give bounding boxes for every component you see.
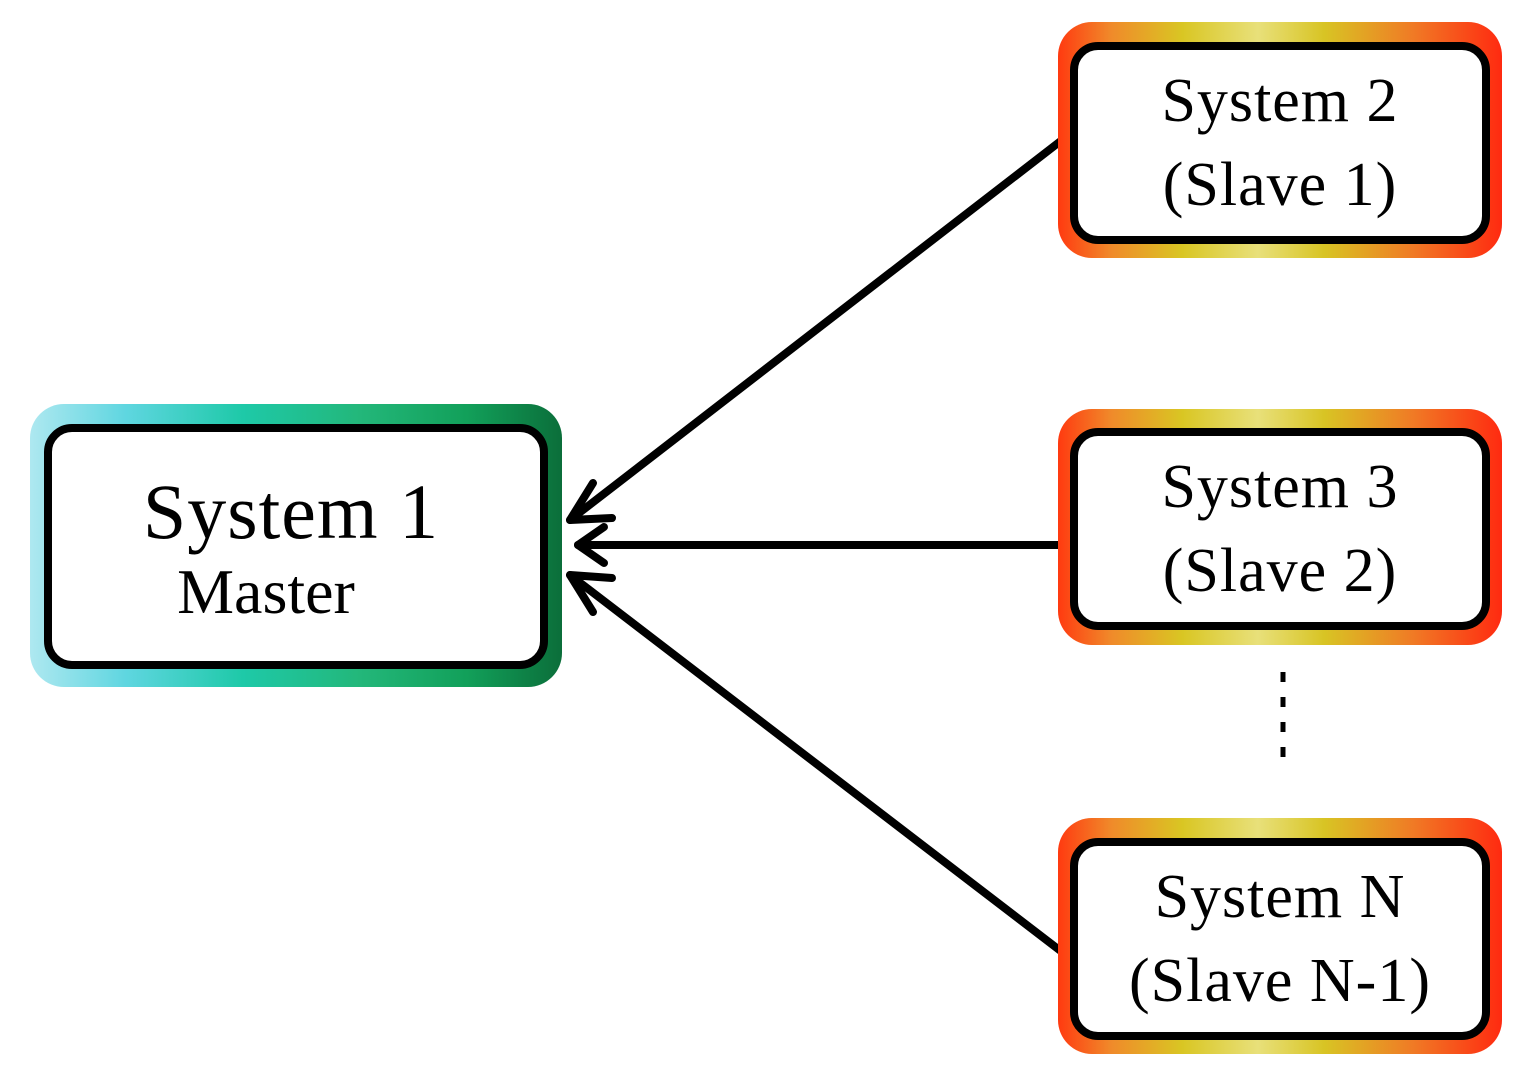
slave-role: (Slave 2) [1162,537,1398,605]
master-node: System 1 Master [44,424,548,669]
slave-title: System 2 [1161,67,1399,135]
slave-title: System N [1154,863,1406,931]
slave-role: (Slave N-1) [1129,947,1431,1015]
master-title: System 1 [142,467,440,555]
arrowhead-system3 [574,523,608,567]
arrowhead-systemN [566,571,616,616]
slave-role: (Slave 1) [1162,151,1398,219]
arrow-system2-to-master [566,136,1066,524]
arrowhead-system2 [566,479,616,524]
slave-node-2: System 3 (Slave 2) [1070,428,1490,630]
slave-node-3: System N (Slave N-1) [1070,838,1490,1040]
slave-node-1: System 2 (Slave 1) [1070,42,1490,244]
master-role: Master [177,555,355,627]
arrow-systemN-to-master [566,571,1066,956]
slave-title: System 3 [1161,453,1399,521]
